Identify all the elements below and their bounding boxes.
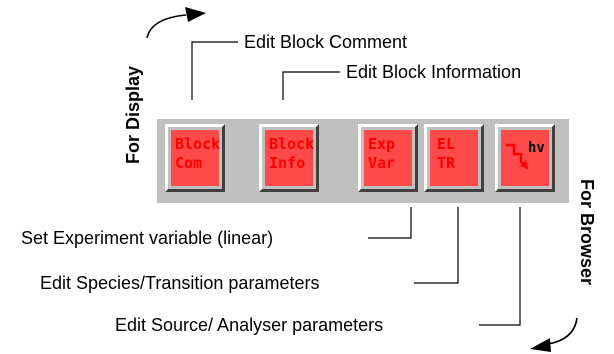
set-experiment-variable-label: Set Experiment variable (linear) [21, 228, 274, 248]
for-display-arrow-line [146, 14, 187, 39]
edit-source-analyser-label: Edit Source/ Analyser parameters [115, 315, 384, 335]
el-tr-line1: EL [437, 135, 456, 153]
block-com-line2: Com [175, 154, 203, 172]
for-browser-arrow-line [547, 317, 578, 345]
for-browser-label: For Browser [577, 178, 597, 286]
leader-source [479, 207, 521, 326]
button-face [364, 130, 412, 186]
button-face [265, 130, 313, 186]
exp-var-line2: Var [368, 154, 396, 172]
leader-block-comment [191, 41, 238, 100]
for-browser-arrowhead [530, 338, 551, 352]
button-face [430, 130, 478, 186]
leader-el-tr [414, 207, 459, 284]
zigzag-arrow-icon [506, 143, 528, 169]
block-info-line2: Info [269, 154, 306, 172]
leader-block-info [282, 71, 340, 100]
button-face [501, 130, 549, 186]
edit-species-transition-label: Edit Species/Transition parameters [40, 273, 320, 293]
el-tr-line2: TR [437, 154, 456, 172]
for-display-arrowhead [185, 7, 206, 22]
source-hv-button[interactable]: hv [495, 124, 555, 192]
edit-block-information-label: Edit Block Information [346, 62, 522, 82]
for-display-label: For Display [123, 65, 143, 165]
source-hv-text: hv [528, 140, 545, 156]
block-info-line1: Block [269, 135, 315, 153]
exp-var-line1: Exp [368, 135, 396, 153]
button-face [171, 130, 219, 186]
leader-exp-var [368, 207, 412, 239]
block-com-line1: Block [175, 135, 221, 153]
edit-block-comment-label: Edit Block Comment [244, 32, 408, 52]
